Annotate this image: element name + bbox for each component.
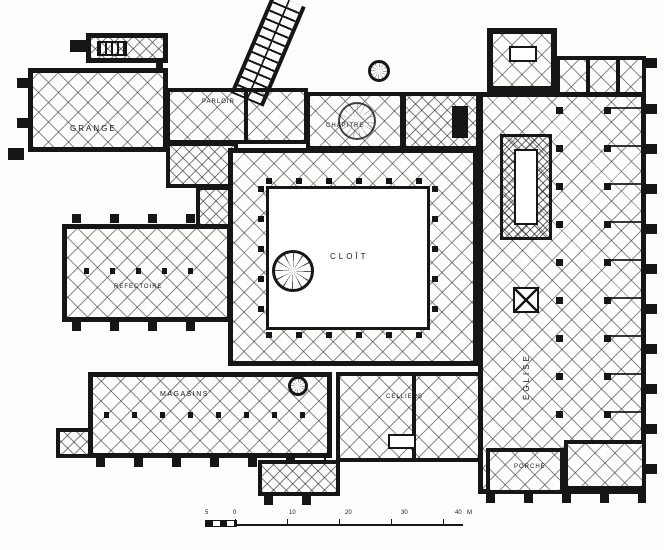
chapel-wall — [586, 60, 590, 96]
grange-label: GRANGE — [70, 124, 117, 133]
scale-tick-5: 5 — [205, 510, 209, 516]
nave-piers-west — [556, 107, 563, 479]
wall-stub — [70, 40, 86, 52]
cloister-piers-west — [258, 186, 264, 330]
stair-block — [452, 106, 468, 138]
wall-stub — [8, 148, 24, 160]
grange-room — [28, 68, 168, 152]
star-vault-detail — [338, 102, 376, 140]
chevet-chapels — [556, 56, 646, 100]
cloitre-label: CLOÎT — [330, 252, 369, 261]
sacristy-room — [402, 92, 480, 150]
church-buttresses-east — [646, 104, 657, 478]
northwest-rooms — [166, 142, 238, 188]
choir-enclosure — [500, 134, 552, 240]
scale-checker — [205, 520, 237, 527]
scale-tick-20: 20 — [345, 510, 352, 516]
parloir-label: PARLOIR — [202, 99, 235, 105]
celliers-room — [336, 372, 482, 462]
magasins-buttresses — [96, 458, 326, 467]
chapitre-room — [306, 92, 404, 150]
partition-wall — [244, 92, 248, 140]
church-buttresses-south — [486, 494, 646, 503]
refectoire-label: REFECTOIRE — [114, 284, 163, 290]
magasins-annex — [56, 428, 92, 458]
scale-tick-30: 30 — [401, 510, 408, 516]
stair-turret — [368, 60, 390, 82]
church-tower — [487, 28, 557, 92]
stair-spiral — [288, 376, 308, 396]
cellier-wall — [412, 376, 416, 458]
celliers-label: CELLIERS — [386, 394, 424, 400]
chapel-wall — [616, 60, 620, 96]
south-annex — [258, 460, 340, 496]
chapitre-label: CHAPITRE — [326, 123, 365, 129]
eglise-label: ÉGLISE — [522, 353, 531, 400]
tower-detail — [509, 46, 537, 62]
refectoire-columns — [84, 268, 214, 274]
south-chapels — [564, 440, 646, 490]
scale-unit: M — [467, 510, 472, 516]
refectoire-buttresses-south — [72, 322, 222, 331]
eglise-room: ÉGLISE — [478, 92, 646, 494]
refectoire-buttresses-north — [72, 214, 222, 223]
porche-label: PORCHE — [514, 464, 546, 470]
annex-northwest — [86, 33, 168, 63]
scale-bar: 5 0 10 20 30 40 M — [205, 510, 481, 536]
grange-buttresses — [17, 78, 28, 144]
nave-piers-east — [604, 107, 611, 479]
cloister-piers-south — [266, 332, 430, 338]
cellier-detail — [388, 434, 416, 449]
magasins-label: MAGASINS — [160, 391, 209, 398]
magasins-columns — [104, 412, 316, 418]
lavabo-fountain — [272, 250, 314, 292]
cloister-piers-east — [432, 186, 438, 330]
scale-tick-40: 40 — [455, 510, 462, 516]
crossing-detail — [513, 287, 539, 313]
stair-detail — [97, 41, 127, 56]
aisle-bay-walls — [611, 107, 641, 479]
wall-link — [156, 60, 163, 70]
parloir-range — [166, 88, 308, 144]
choir-inner — [514, 149, 538, 225]
scale-tick-10: 10 — [289, 510, 296, 516]
scale-line — [205, 524, 463, 526]
chevet-buttresses — [646, 58, 657, 98]
south-annex-buttresses — [264, 496, 334, 505]
scale-ticks-line — [235, 519, 463, 526]
porche-room — [486, 448, 564, 494]
scale-tick-0: 0 — [233, 510, 237, 516]
cloister-piers-north — [266, 178, 430, 184]
